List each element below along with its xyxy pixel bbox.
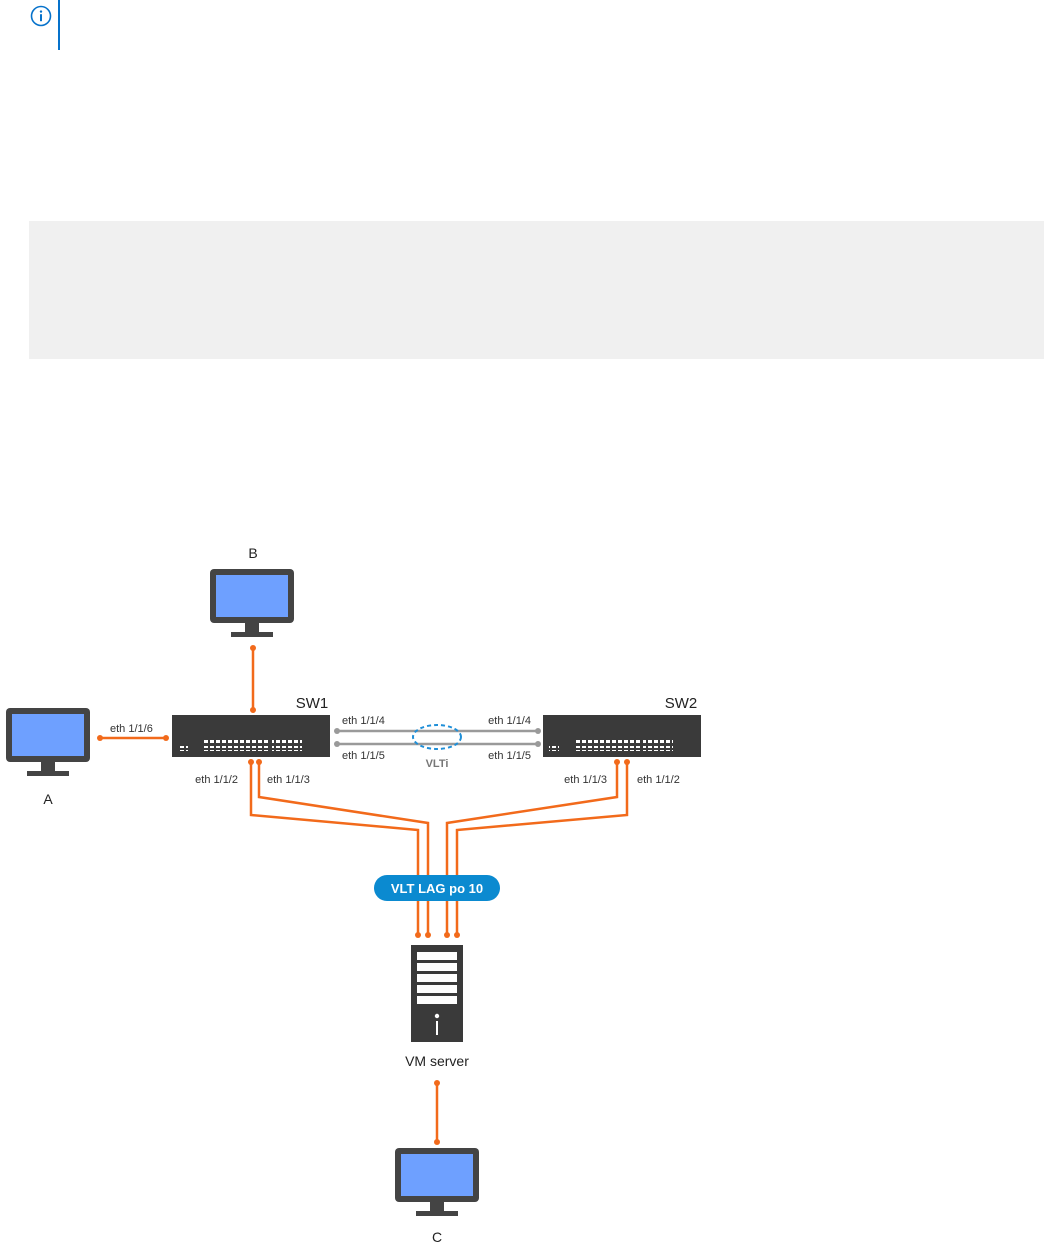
network-diagram: B A C SW1 SW2 <box>6 545 701 1245</box>
vlt-lag-label: VLT LAG po 10 <box>391 881 483 896</box>
port-label-sw1-vlti-top: eth 1/1/4 <box>342 715 385 727</box>
vm-server-label: VM server <box>405 1053 469 1069</box>
port-label-sw1-down-right: eth 1/1/3 <box>267 774 310 786</box>
pc-c-label: C <box>432 1229 442 1245</box>
switch-sw1 <box>172 715 330 757</box>
link-sw2-server <box>445 762 629 935</box>
link-b-sw1 <box>250 645 256 713</box>
vm-server <box>411 945 463 1042</box>
link-a-sw1 <box>97 735 169 741</box>
port-label-sw2-down-left: eth 1/1/3 <box>564 774 607 786</box>
switch-sw2 <box>543 715 701 757</box>
port-label-sw1-vlti-bottom: eth 1/1/5 <box>342 750 385 762</box>
link-server-c <box>434 1080 440 1145</box>
info-icon <box>30 5 52 27</box>
port-label-sw2-down-right: eth 1/1/2 <box>637 774 680 786</box>
code-block <box>29 221 1044 359</box>
pc-b-label: B <box>248 545 257 561</box>
vlti-links <box>334 728 541 747</box>
link-sw1-server <box>249 762 430 935</box>
vlti-label: VLTi <box>426 758 449 770</box>
note-accent-bar <box>58 0 60 50</box>
port-label-a-sw1: eth 1/1/6 <box>110 723 153 735</box>
vlt-lag-badge: VLT LAG po 10 <box>374 875 500 901</box>
vlti-ellipse <box>412 724 462 750</box>
sw1-label: SW1 <box>296 695 329 712</box>
port-label-sw1-down-left: eth 1/1/2 <box>195 774 238 786</box>
pc-b <box>210 569 294 637</box>
port-label-sw2-vlti-bottom: eth 1/1/5 <box>488 750 531 762</box>
port-label-sw2-vlti-top: eth 1/1/4 <box>488 715 531 727</box>
pc-a <box>6 708 90 776</box>
sw2-label: SW2 <box>665 695 698 712</box>
pc-a-label: A <box>43 791 53 807</box>
pc-c <box>395 1148 479 1216</box>
